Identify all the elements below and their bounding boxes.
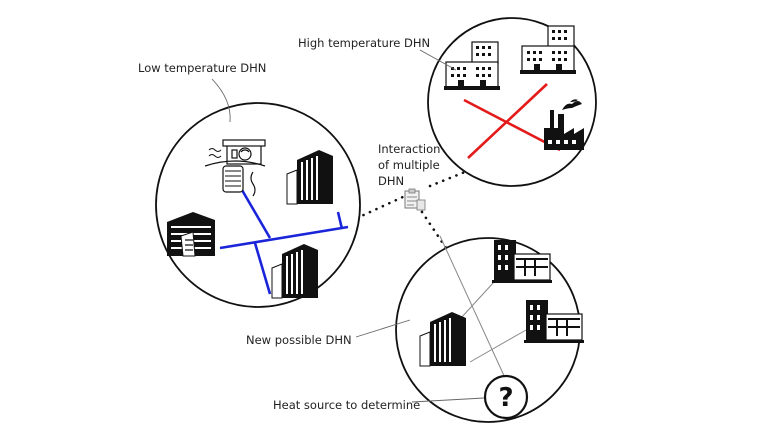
new-possible-leader xyxy=(355,319,411,338)
interaction-label-line2: of multiple xyxy=(378,158,440,172)
question-mark-icon: ? xyxy=(483,374,529,420)
new-possible-dhn: ? xyxy=(395,235,584,423)
low-temperature-main-pipe xyxy=(219,225,349,250)
residential-block-icon-lower xyxy=(524,300,584,343)
apartment-block-icon xyxy=(444,41,500,90)
office-tower-icon xyxy=(286,150,333,205)
high-temperature-label: High temperature DHN xyxy=(298,36,430,50)
low-temperature-label: Low temperature DHN xyxy=(138,61,266,75)
heat-source-leader xyxy=(411,397,485,403)
clipboard-checklist-icon xyxy=(404,188,426,211)
low-temperature-leader xyxy=(211,78,231,123)
heat-pump-icon xyxy=(204,139,266,197)
office-tower-icon-new xyxy=(419,312,466,367)
new-possible-label: New possible DHN xyxy=(246,333,352,347)
low-temperature-circle xyxy=(155,102,361,308)
apartment-block-icon-right xyxy=(520,25,576,74)
new-connector-source xyxy=(439,235,507,381)
heat-source-label: Heat source to determine xyxy=(273,398,420,412)
question-mark-text: ? xyxy=(498,383,513,413)
interaction-link-low xyxy=(355,194,407,220)
residential-block-icon xyxy=(492,240,552,283)
high-temperature-dhn xyxy=(427,17,597,187)
low-temperature-pipe-heat-pump xyxy=(240,189,272,239)
low-temperature-pipe-lower-tower xyxy=(253,242,272,295)
interaction-link-high xyxy=(428,168,472,188)
factory-icon xyxy=(544,99,584,150)
low-temperature-dhn xyxy=(155,102,361,308)
interaction-link-new xyxy=(416,204,464,274)
residential-building-icon xyxy=(167,212,215,257)
interaction-label-line1: Interaction xyxy=(378,142,440,156)
office-tower-icon-lower xyxy=(271,244,318,299)
interaction-label-line3: DHN xyxy=(378,174,404,188)
low-temperature-pipe-tower xyxy=(336,211,344,230)
new-connector-lower xyxy=(469,329,527,363)
high-temperature-pipe-b xyxy=(467,83,548,159)
high-temperature-leader xyxy=(419,49,457,71)
